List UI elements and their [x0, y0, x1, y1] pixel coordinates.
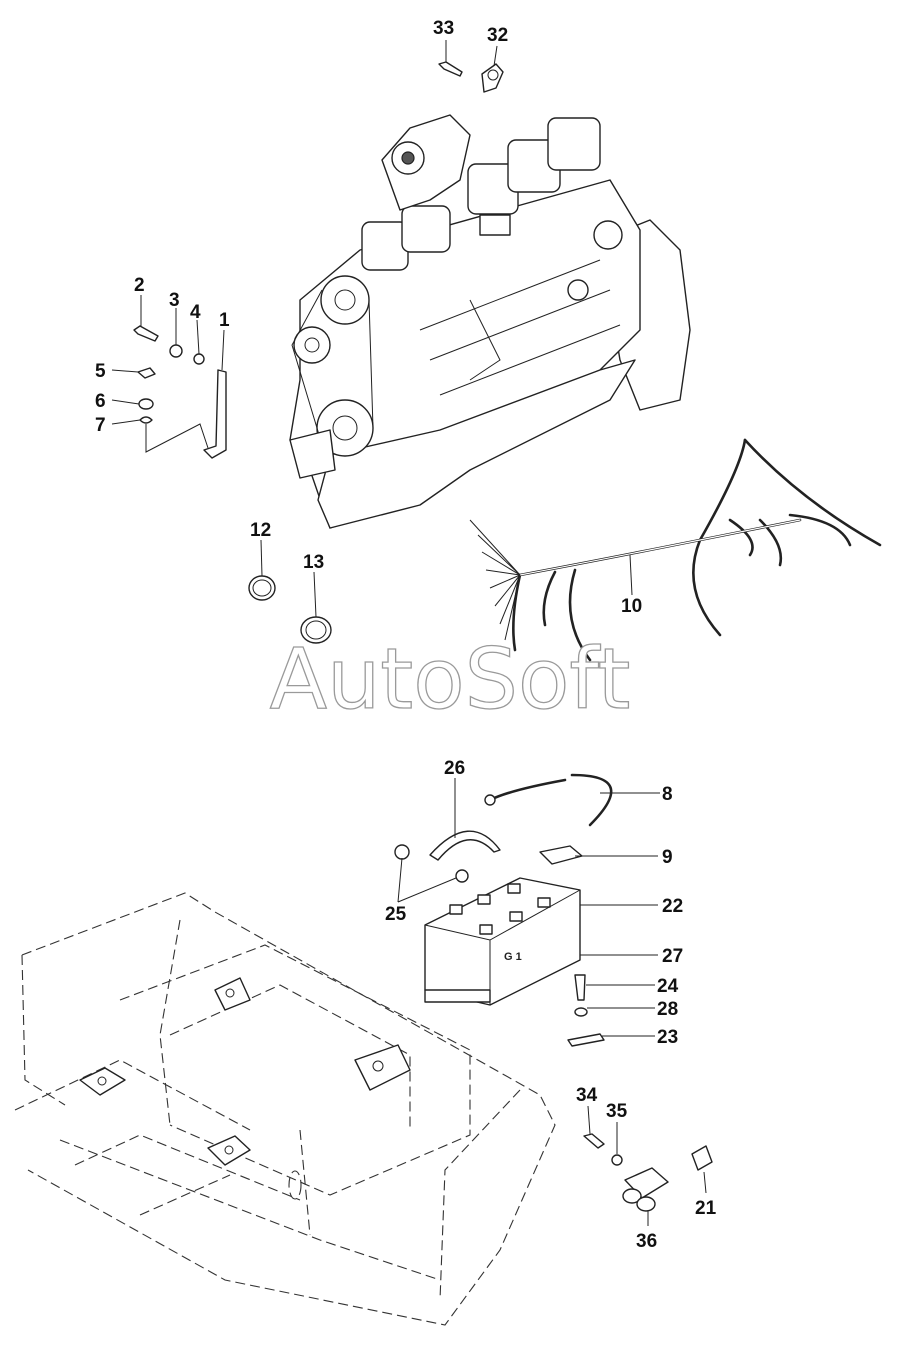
callout-21: 21 [695, 1198, 717, 1219]
callout-7: 7 [95, 415, 106, 436]
callout-9: 9 [662, 847, 673, 868]
callout-26: 26 [444, 758, 465, 779]
callout-labels: 33 32 2 3 4 1 5 6 7 12 13 10 26 8 9 25 2… [95, 18, 717, 1252]
callout-2: 2 [134, 275, 145, 296]
callout-5: 5 [95, 361, 106, 382]
callout-1: 1 [219, 310, 230, 331]
battery-label: G 1 [504, 951, 522, 963]
callout-33: 33 [433, 18, 454, 39]
wiring-harness-10 [469, 438, 882, 662]
callout-10: 10 [621, 596, 642, 617]
chassis-frame-outline [14, 892, 556, 1326]
callout-32: 32 [487, 25, 508, 46]
callout-36: 36 [636, 1231, 657, 1252]
callout-34: 34 [576, 1085, 598, 1106]
battery-22: G 1 [424, 877, 658, 1006]
callout-3: 3 [169, 290, 180, 311]
engine-illustration [289, 114, 691, 529]
switch-assembly-21-34-36 [583, 1105, 713, 1226]
bracket-assembly-1-7 [111, 295, 227, 459]
callout-22: 22 [662, 896, 683, 917]
hose-clamps-12-13 [248, 539, 332, 644]
callout-12: 12 [250, 520, 271, 541]
callout-27: 27 [662, 946, 683, 967]
callout-23: 23 [657, 1027, 678, 1048]
battery-hold-down-23-24-28 [567, 974, 655, 1047]
callout-28: 28 [657, 999, 678, 1020]
callout-8: 8 [662, 784, 673, 805]
callout-25: 25 [385, 904, 407, 925]
callout-13: 13 [303, 552, 324, 573]
watermark-text: AutoSoft [270, 630, 631, 728]
callout-4: 4 [190, 302, 201, 323]
callout-6: 6 [95, 391, 106, 412]
battery-cables-8-26 [394, 773, 660, 903]
callout-35: 35 [606, 1101, 628, 1122]
callout-24: 24 [657, 976, 679, 997]
clip-and-bolt-32-33 [438, 40, 504, 93]
